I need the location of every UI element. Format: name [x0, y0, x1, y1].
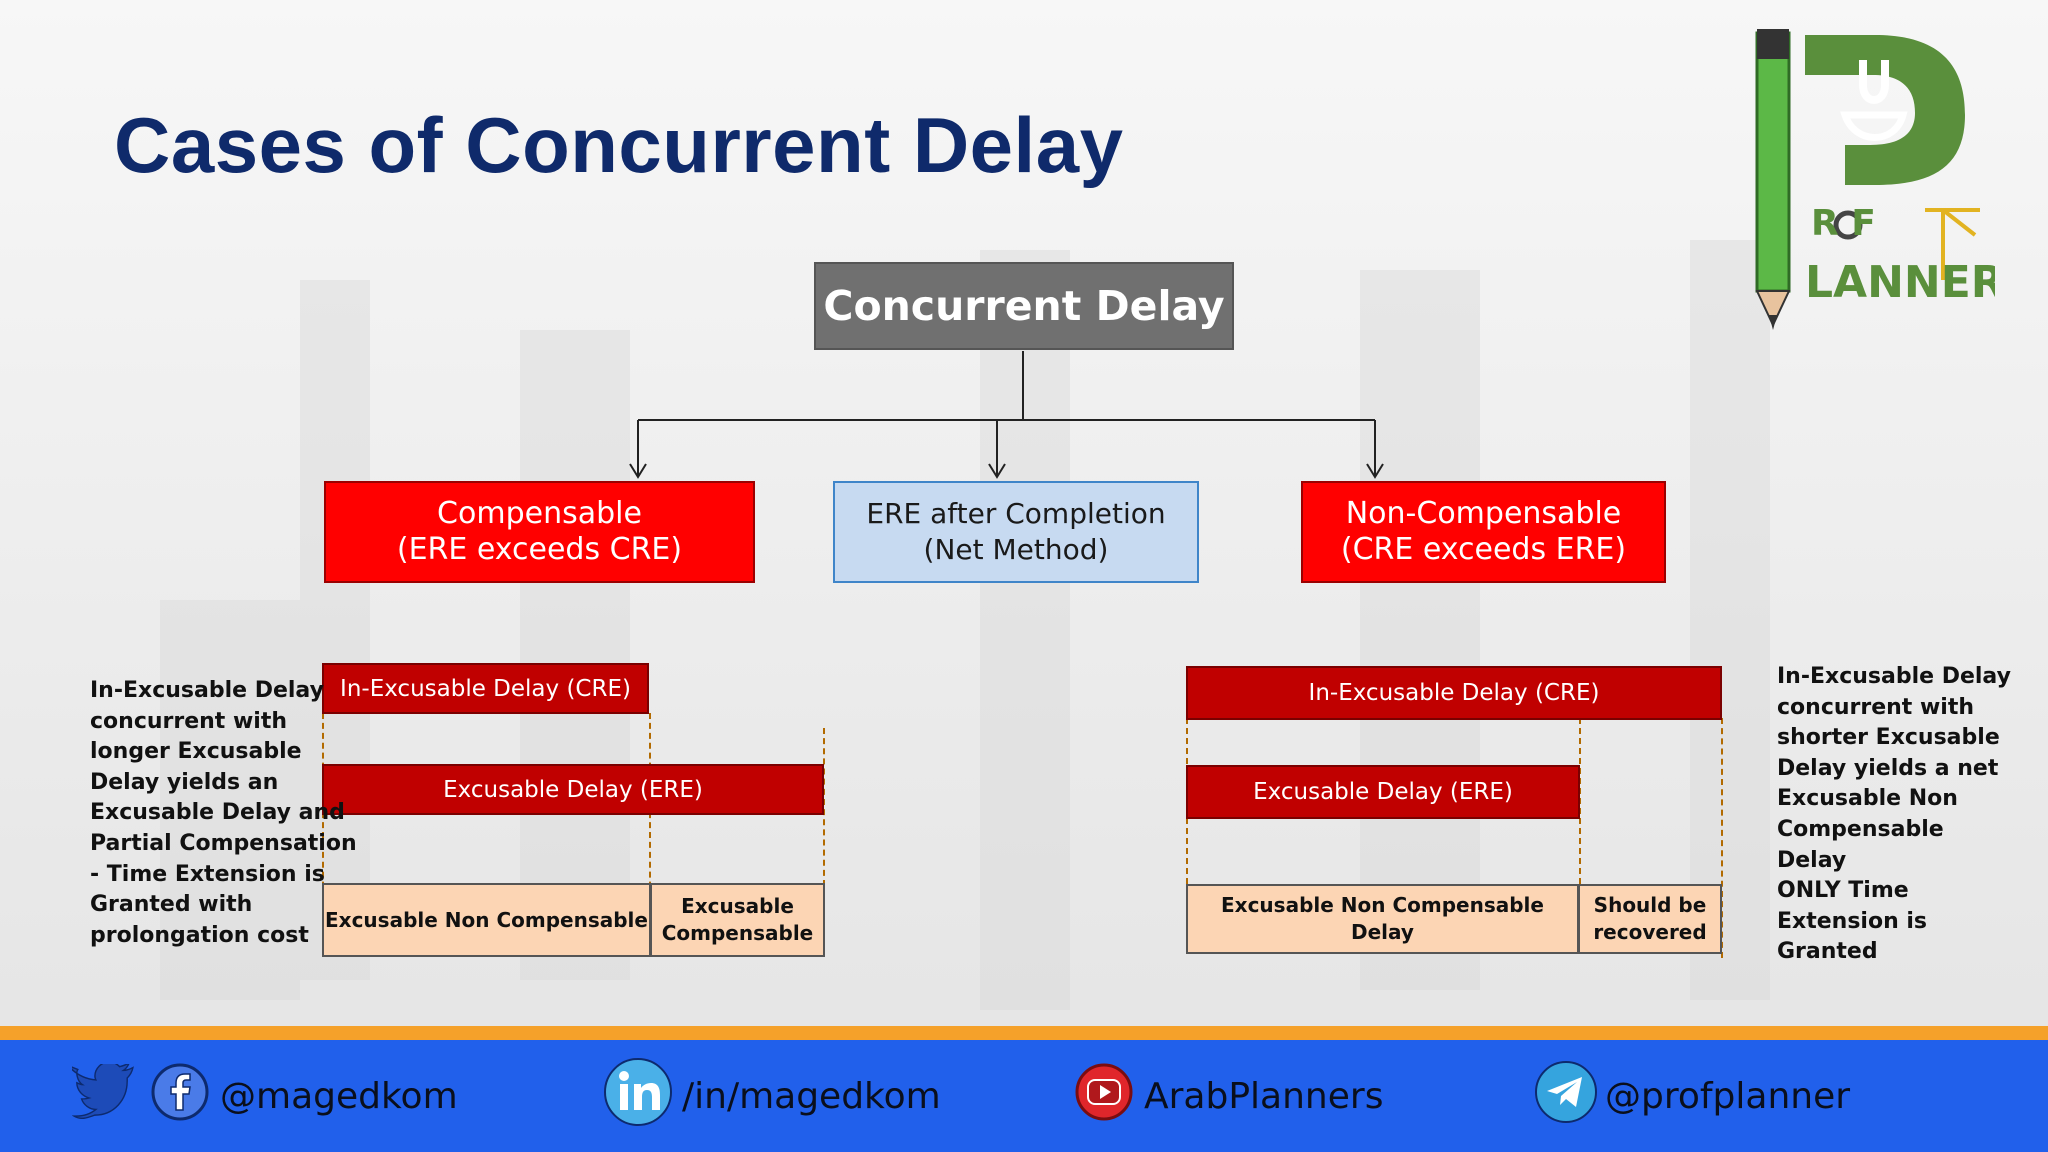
telegram-icon: [1533, 1059, 1599, 1134]
left-description-line: Excusable Delay and: [90, 800, 345, 826]
left-description-line: prolongation cost: [90, 922, 309, 948]
ere-after-completion-box: ERE after Completion (Net Method): [833, 481, 1199, 583]
ere-after-completion-title: ERE after Completion: [866, 497, 1166, 530]
root-concurrent-delay-box: Concurrent Delay: [814, 262, 1234, 350]
right-description-line: shorter Excusable: [1777, 725, 2000, 751]
left-description-line: Delay yields an: [90, 769, 279, 795]
compensable-subtitle: (ERE exceeds CRE): [396, 532, 683, 567]
left-case-description: In-Excusable Delay concurrent with longe…: [90, 676, 357, 951]
right-dashed-line-end: [1721, 718, 1723, 958]
left-excusable-delay-bar: Excusable Delay (ERE): [322, 764, 824, 815]
youtube-link[interactable]: ArabPlanners: [1074, 1040, 1383, 1152]
right-description-line: Extension is: [1777, 908, 1928, 934]
youtube-handle: ArabPlanners: [1144, 1075, 1384, 1117]
left-description-line: - Time Extension is: [90, 861, 325, 887]
right-excusable-non-compensable-box: Excusable Non Compensable Delay: [1186, 884, 1579, 954]
linkedin-link[interactable]: /in/magedkom: [598, 1040, 941, 1152]
left-inexcusable-delay-label: In-Excusable Delay (CRE): [340, 675, 631, 702]
left-description-line: In-Excusable Delay: [90, 678, 324, 703]
left-dashed-line-start: [322, 713, 324, 957]
right-inexcusable-delay-bar: In-Excusable Delay (CRE): [1186, 666, 1722, 720]
twitter-icon: [67, 1060, 138, 1129]
right-dashed-line-start: [1186, 718, 1188, 954]
root-label: Concurrent Delay: [823, 282, 1225, 330]
compensable-box: Compensable (ERE exceeds CRE): [324, 481, 755, 583]
right-dashed-line-mid: [1579, 718, 1581, 954]
left-dashed-line-mid: [649, 713, 651, 957]
prof-planner-logo: R F LANNER: [1745, 25, 2005, 335]
linkedin-icon: [598, 1056, 678, 1137]
page-title: Cases of Concurrent Delay: [114, 101, 1124, 189]
right-description-line: Excusable Non: [1777, 786, 1958, 812]
right-should-be-recovered-line2: recovered: [1593, 920, 1707, 944]
footer-accent-stripe: [0, 1026, 2048, 1040]
non-compensable-title: Non-Compensable: [1345, 496, 1622, 531]
twitter-facebook-link[interactable]: @magedkom: [67, 1040, 458, 1152]
left-excusable-compensable-line1: Excusable: [681, 894, 794, 918]
right-excusable-delay-bar: Excusable Delay (ERE): [1186, 765, 1580, 819]
right-description-line: Delay: [1777, 847, 1847, 873]
left-inexcusable-delay-bar: In-Excusable Delay (CRE): [322, 663, 649, 714]
non-compensable-box: Non-Compensable (CRE exceeds ERE): [1301, 481, 1666, 583]
right-description-line: concurrent with: [1777, 694, 1975, 720]
right-description-line: Granted: [1777, 939, 1878, 965]
right-description-line: In-Excusable Delay: [1777, 664, 2011, 689]
twitter-facebook-handle: @magedkom: [220, 1075, 458, 1117]
facebook-icon: [150, 1062, 210, 1131]
non-compensable-subtitle: (CRE exceeds ERE): [1340, 532, 1627, 567]
left-excusable-non-compensable-label: Excusable Non Compensable: [325, 907, 648, 932]
right-excusable-delay-label: Excusable Delay (ERE): [1253, 779, 1513, 805]
youtube-icon: [1074, 1062, 1134, 1131]
logo-letters-bottom: LANNER: [1805, 257, 1995, 308]
left-excusable-compensable-line2: Compensable: [661, 921, 814, 945]
right-description-line: Delay yields a net: [1777, 755, 1999, 781]
left-excusable-non-compensable-box: Excusable Non Compensable: [322, 883, 651, 957]
left-excusable-delay-label: Excusable Delay (ERE): [443, 776, 703, 803]
left-description-line: concurrent with: [90, 708, 288, 734]
left-description-line: Granted with: [90, 892, 253, 918]
right-case-description: In-Excusable Delay concurrent with short…: [1777, 662, 2011, 968]
right-description-line: ONLY Time: [1777, 878, 1909, 904]
left-description-line: Partial Compensation: [90, 830, 357, 856]
left-description-line: longer Excusable: [90, 739, 302, 765]
ere-after-completion-subtitle: (Net Method): [923, 533, 1109, 566]
right-inexcusable-delay-label: In-Excusable Delay (CRE): [1308, 680, 1600, 706]
left-dashed-line-end: [823, 728, 825, 957]
right-should-be-recovered-line1: Should be: [1593, 893, 1707, 917]
footer-bar: [0, 1040, 2048, 1152]
logo-letters-top: R F: [1811, 203, 1876, 244]
right-description-line: Compensable: [1777, 816, 1944, 842]
telegram-link[interactable]: @profplanner: [1533, 1040, 1850, 1152]
telegram-handle: @profplanner: [1605, 1075, 1851, 1117]
right-should-be-recovered-box: Should be recovered: [1578, 884, 1722, 954]
right-excusable-non-compensable-label: Excusable Non Compensable Delay: [1221, 893, 1544, 944]
left-excusable-compensable-box: Excusable Compensable: [650, 883, 825, 957]
linkedin-handle: /in/magedkom: [682, 1075, 941, 1117]
compensable-title: Compensable: [437, 496, 642, 531]
